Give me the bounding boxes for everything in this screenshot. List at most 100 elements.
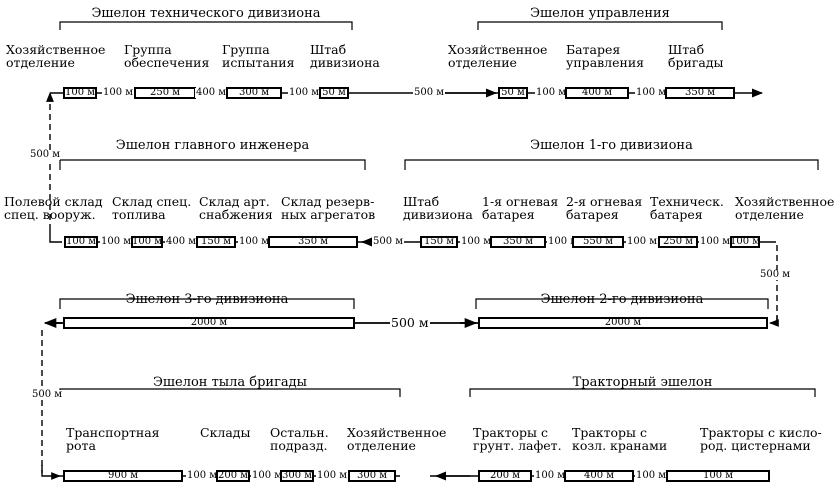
gap-length: 100 м — [535, 87, 568, 98]
column-box — [658, 236, 698, 248]
unit-label: Хозяйственное отделение — [448, 42, 548, 70]
box-length: 400 м — [583, 470, 615, 481]
box-length: 50 м — [322, 87, 346, 98]
unit-label: Штаб бригады — [668, 42, 724, 70]
box-length: 50 м — [501, 87, 525, 98]
unit-label: Тракторы с грунт. лафет. — [473, 425, 562, 453]
echelon-title-tractor: Тракторный эшелон — [572, 375, 713, 390]
gap-length: 100 м — [635, 470, 668, 481]
box-length: 350 м — [684, 87, 716, 98]
column-box — [478, 470, 532, 482]
unit-label: Группа обеспечения — [124, 42, 210, 70]
box-length: 2000 м — [604, 317, 642, 328]
column-box — [565, 87, 629, 99]
column-box — [730, 236, 760, 248]
box-length: 200 м — [217, 470, 249, 481]
box-length: 250 м — [662, 236, 694, 247]
echelon-title-control: Эшелон управления — [530, 6, 670, 21]
box-length: 100 м — [65, 236, 97, 247]
echelon-title-tech: Эшелон технического дивизиона — [91, 6, 321, 21]
box-length: 250 м — [149, 87, 181, 98]
column-box — [498, 87, 528, 99]
box-length: 350 м — [502, 236, 534, 247]
unit-label: Штаб дивизиона — [310, 42, 380, 70]
column-box — [280, 470, 314, 482]
box-length: 100 м — [131, 236, 163, 247]
gap-length: 100 м — [100, 236, 133, 247]
gap-length: 100 м — [316, 470, 349, 481]
unit-label: Батарея управления — [566, 42, 645, 70]
column-box — [564, 470, 634, 482]
unit-label: Тракторы с кисло- род. цистернами — [700, 425, 822, 453]
column-box — [64, 236, 98, 248]
unit-label: Склады — [200, 425, 251, 440]
box-length: 300 м — [356, 470, 388, 481]
unit-label: Склад спец. топлива — [112, 194, 192, 222]
column-box — [63, 317, 355, 329]
box-length: 100 м — [64, 87, 96, 98]
column-box — [63, 87, 97, 99]
gap-length: 400 м — [195, 87, 228, 98]
gap-length: 100 м — [460, 236, 493, 247]
unit-label: Техническ. батарея — [650, 194, 724, 222]
unit-label: Хозяйственное отделение — [735, 194, 835, 222]
box-length: 200 м — [489, 470, 521, 481]
unit-label: 2-я огневая батарея — [566, 194, 643, 222]
unit-label: 1-я огневая батарея — [482, 194, 559, 222]
unit-label: Хозяйственное отделение — [347, 425, 447, 453]
gap-length: 100 м — [238, 236, 271, 247]
box-length: 150 м — [200, 236, 232, 247]
unit-label: Группа испытания — [222, 42, 295, 70]
box-length: 150 м — [423, 236, 455, 247]
box-length: 400 м — [581, 87, 613, 98]
column-box — [216, 470, 250, 482]
interval-row2: 500 м — [372, 236, 405, 247]
echelon-title-rear: Эшелон тыла бригады — [152, 375, 307, 390]
gap-length: 100 м — [251, 470, 284, 481]
column-box — [420, 236, 458, 248]
column-box — [666, 470, 770, 482]
unit-label: Полевой склад спец. вооруж. — [4, 194, 103, 222]
unit-label: Штаб дивизиона — [403, 194, 473, 222]
gap-length: 100 м — [626, 236, 659, 247]
column-box — [348, 470, 396, 482]
gap-length: 100 м — [288, 87, 321, 98]
gap-length: 100 м — [699, 236, 732, 247]
box-length: 900 м — [107, 470, 139, 481]
box-length: 550 м — [582, 236, 614, 247]
interval-row1: 500 м — [413, 87, 446, 98]
column-box — [478, 317, 768, 329]
column-box — [196, 236, 236, 248]
echelon-title-div2: Эшелон 2-го дивизиона — [540, 292, 704, 307]
unit-label: Транспортная рота — [66, 425, 160, 453]
echelon-title-div1: Эшелон 1-го дивизиона — [530, 138, 693, 153]
column-box — [268, 236, 358, 248]
box-length: 2000 м — [190, 317, 228, 328]
box-length: 300 м — [281, 470, 313, 481]
interval-left-3-4: 500 м — [32, 389, 63, 400]
column-box — [490, 236, 546, 248]
box-length: 300 м — [238, 87, 270, 98]
gap-length: 100 м — [547, 236, 580, 247]
column-box — [572, 236, 624, 248]
column-box — [319, 87, 349, 99]
unit-label: Склад арт. снабжения — [199, 194, 273, 222]
gap-length: 100 м — [186, 470, 219, 481]
gap-length: 100 м — [534, 470, 567, 481]
gap-length: 400 м — [165, 236, 198, 247]
column-box — [226, 87, 282, 99]
echelon-title-div3: Эшелон 3-го дивизиона — [125, 292, 289, 307]
column-box — [63, 470, 183, 482]
box-length: 100 м — [730, 236, 761, 247]
unit-label: Склад резерв- ных агрегатов — [281, 194, 376, 222]
box-length: 350 м — [297, 236, 329, 247]
unit-label: Хозяйственное отделение — [6, 42, 106, 70]
gap-length: 100 м — [102, 87, 135, 98]
unit-label: Тракторы с козл. кранами — [572, 425, 668, 453]
interval-row3: 500 м — [390, 315, 430, 330]
interval-left-1-2: 500 м — [30, 149, 61, 160]
column-box — [665, 87, 735, 99]
column-box — [131, 236, 163, 248]
